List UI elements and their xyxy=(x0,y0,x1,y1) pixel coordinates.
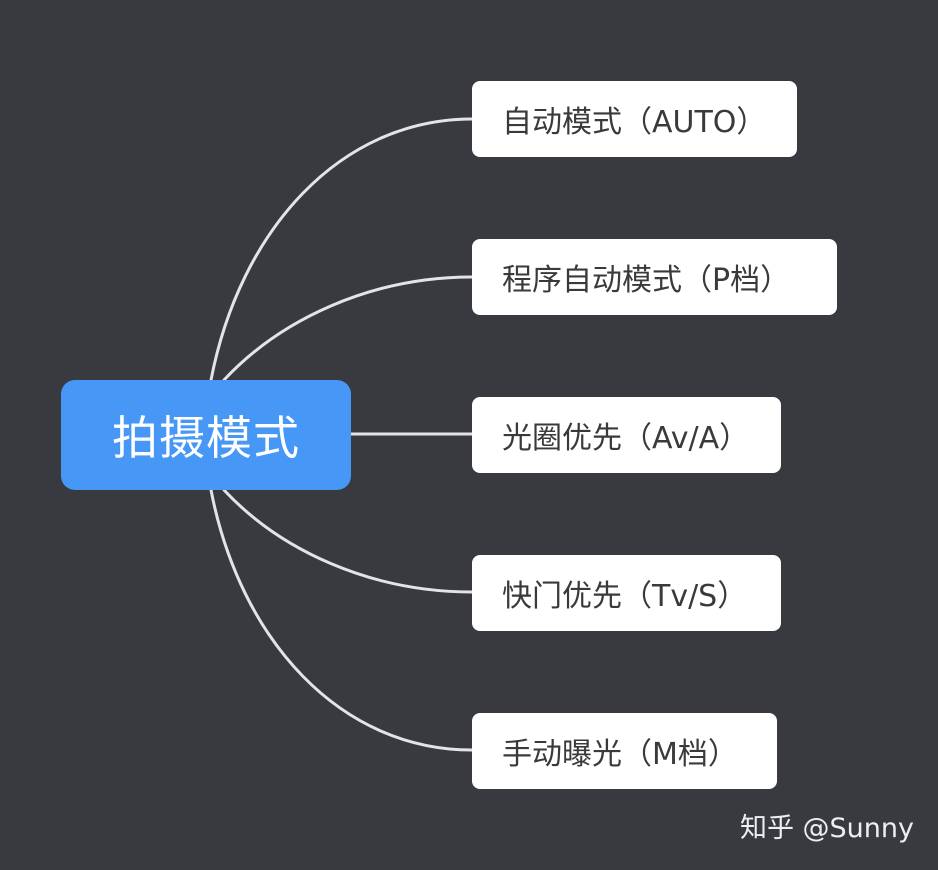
node-auto-mode: 自动模式（AUTO） xyxy=(472,81,797,157)
node-manual-exposure: 手动曝光（M档） xyxy=(472,713,777,789)
connector-auto xyxy=(209,117,474,382)
node-label: 自动模式（AUTO） xyxy=(502,105,767,140)
node-label: 手动曝光（M档） xyxy=(502,737,738,772)
root-node-label: 拍摄模式 xyxy=(112,411,300,465)
watermark: 知乎 @Sunny xyxy=(739,813,914,844)
node-aperture-priority: 光圈优先（Av/A） xyxy=(472,397,781,473)
node-label: 程序自动模式（P档） xyxy=(502,263,791,298)
node-label: 光圈优先（Av/A） xyxy=(502,421,750,456)
node-program-mode: 程序自动模式（P档） xyxy=(472,239,837,315)
connector-tv xyxy=(222,488,474,594)
connector-m xyxy=(209,488,474,752)
node-label: 快门优先（Tv/S） xyxy=(502,579,748,614)
node-shutter-priority: 快门优先（Tv/S） xyxy=(472,555,781,631)
root-node-shooting-modes: 拍摄模式 xyxy=(61,380,351,490)
connector-p xyxy=(222,275,474,382)
